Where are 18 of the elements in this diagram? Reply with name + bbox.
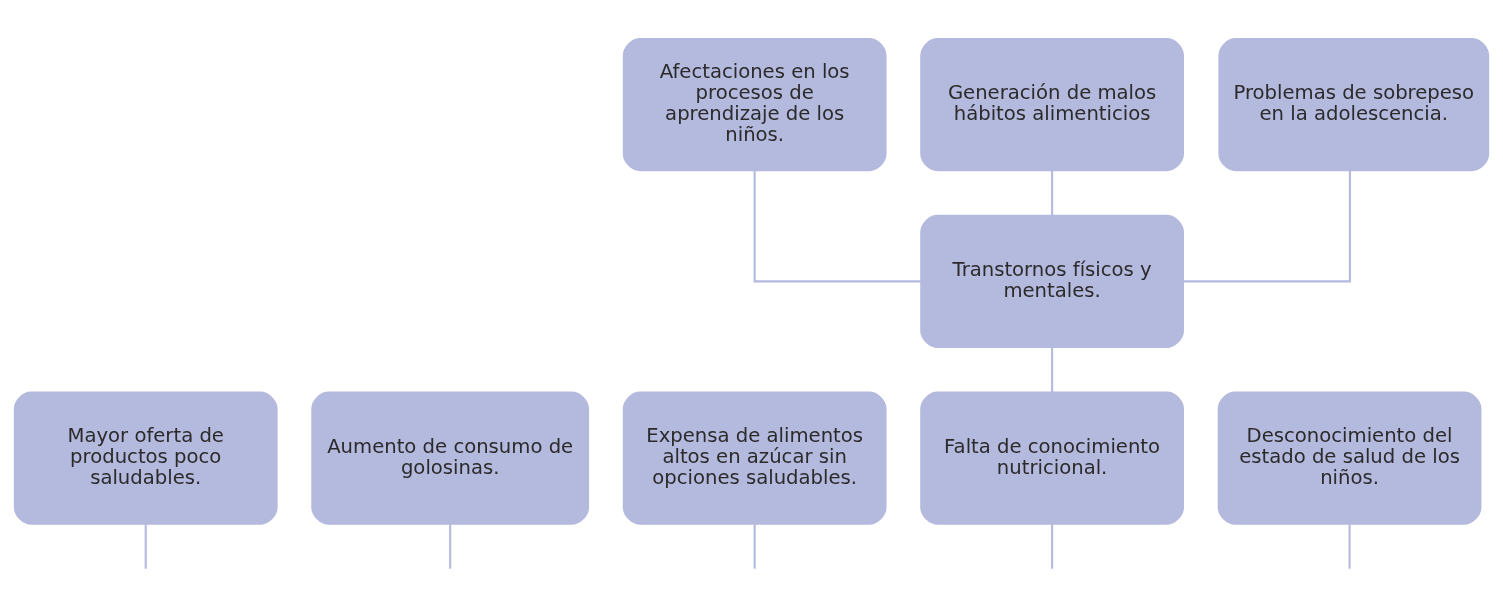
connector bbox=[1051, 523, 1054, 569]
connector bbox=[753, 523, 756, 569]
node-box: Generación de malos hábitos alimenticios bbox=[920, 37, 1184, 171]
node-box: Mayor oferta de productos poco saludables. bbox=[13, 391, 278, 525]
connector bbox=[1051, 170, 1054, 215]
node-box: Transtornos físicos y mentales. bbox=[920, 214, 1184, 348]
node-box: Falta de conocimiento nutricional. bbox=[920, 391, 1184, 525]
connector bbox=[1051, 347, 1054, 392]
node-box: Desconocimiento del estado de salud de los niños. bbox=[1217, 391, 1482, 525]
node-box: Problemas de sobrepeso en la adolescencia. bbox=[1218, 37, 1490, 171]
node-box: Afectaciones en los procesos de aprendizaje de los niños. bbox=[622, 37, 887, 171]
node-box: Aumento de consumo de golosinas. bbox=[311, 391, 590, 525]
connector bbox=[449, 523, 452, 569]
connector bbox=[1348, 523, 1351, 569]
connector bbox=[144, 523, 147, 569]
connector bbox=[753, 170, 921, 282]
node-box: Expensa de alimentos altos en azúcar sin opciones saludables. bbox=[622, 391, 887, 525]
connector bbox=[1183, 170, 1351, 282]
